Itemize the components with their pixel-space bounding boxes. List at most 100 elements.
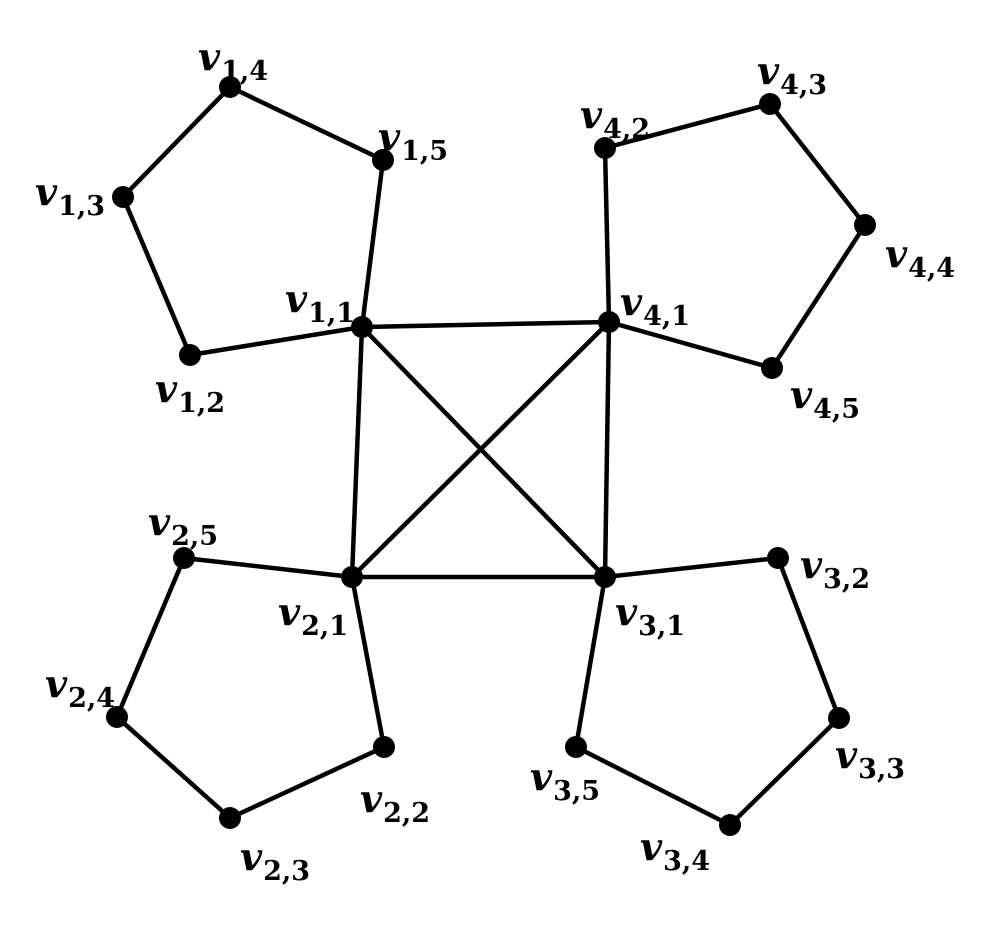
vertex-label-subscript: 2,2 bbox=[383, 798, 430, 829]
vertex-label-v41: v4,1 bbox=[620, 279, 690, 332]
vertex-v21 bbox=[341, 566, 363, 588]
vertex-label-subscript: 3,2 bbox=[823, 564, 870, 595]
vertex-v44 bbox=[854, 214, 876, 236]
vertex-label-v24: v2,4 bbox=[45, 661, 115, 714]
vertex-label-v15: v1,5 bbox=[378, 114, 448, 167]
vertex-v23 bbox=[219, 807, 241, 829]
vertex-v32 bbox=[767, 547, 789, 569]
edges-layer bbox=[114, 84, 868, 828]
edge-v14-v15 bbox=[227, 84, 386, 163]
vertex-v41 bbox=[598, 311, 620, 333]
vertex-label-v11: v1,1 bbox=[285, 276, 355, 329]
edge-v45-v41 bbox=[606, 319, 775, 371]
vertex-label-v13: v1,3 bbox=[35, 169, 105, 222]
vertex-v22 bbox=[373, 736, 395, 758]
edge-v11-v21 bbox=[349, 324, 365, 580]
edge-v32-v33 bbox=[775, 555, 842, 721]
vertex-label-subscript: 4,3 bbox=[780, 70, 827, 101]
vertex-label-subscript: 3,4 bbox=[663, 846, 710, 877]
edge-v21-v22 bbox=[349, 574, 387, 750]
vertex-label-var: v bbox=[148, 499, 171, 544]
vertex-label-subscript: 3,1 bbox=[638, 611, 685, 642]
vertex-label-subscript: 1,1 bbox=[308, 298, 355, 329]
vertex-label-v22: v2,2 bbox=[360, 776, 430, 829]
vertex-label-var: v bbox=[757, 48, 780, 93]
vertex-label-var: v bbox=[35, 169, 58, 214]
vertex-label-subscript: 2,5 bbox=[171, 521, 218, 552]
vertex-label-v44: v4,4 bbox=[885, 231, 955, 284]
vertex-label-subscript: 3,5 bbox=[553, 776, 600, 807]
vertex-label-var: v bbox=[885, 231, 908, 276]
vertex-label-var: v bbox=[285, 276, 308, 321]
nodes-layer bbox=[106, 76, 876, 836]
vertex-label-subscript: 4,2 bbox=[603, 114, 650, 145]
vertex-label-subscript: 4,4 bbox=[908, 253, 955, 284]
vertex-label-v45: v4,5 bbox=[790, 372, 860, 425]
vertex-label-v21: v2,1 bbox=[278, 589, 348, 642]
vertex-label-var: v bbox=[240, 834, 263, 879]
vertex-label-subscript: 4,5 bbox=[813, 394, 860, 425]
labels-layer: v1,1v1,2v1,3v1,4v1,5v2,1v2,2v2,3v2,4v2,5… bbox=[35, 34, 955, 887]
vertex-label-v34: v3,4 bbox=[640, 824, 710, 877]
vertex-label-var: v bbox=[800, 542, 823, 587]
edge-v12-v13 bbox=[120, 194, 193, 358]
edge-v41-v31 bbox=[602, 319, 612, 580]
edge-v13-v14 bbox=[120, 84, 233, 200]
edge-v23-v24 bbox=[114, 714, 233, 821]
edge-v43-v44 bbox=[767, 101, 868, 228]
vertex-label-var: v bbox=[45, 661, 68, 706]
vertex-label-subscript: 2,3 bbox=[263, 856, 310, 887]
vertex-v25 bbox=[173, 547, 195, 569]
vertex-label-var: v bbox=[620, 279, 643, 324]
vertex-v12 bbox=[179, 344, 201, 366]
vertex-label-subscript: 1,5 bbox=[401, 136, 448, 167]
vertex-label-v33: v3,3 bbox=[835, 732, 905, 785]
vertex-v35 bbox=[565, 736, 587, 758]
vertex-label-v32: v3,2 bbox=[800, 542, 870, 595]
vertex-label-subscript: 1,2 bbox=[178, 388, 225, 419]
vertex-label-v43: v4,3 bbox=[757, 48, 827, 101]
vertex-label-var: v bbox=[155, 366, 178, 411]
vertex-v11 bbox=[351, 316, 373, 338]
edge-v11-v12 bbox=[187, 324, 365, 358]
vertex-label-v25: v2,5 bbox=[148, 499, 218, 552]
vertex-label-subscript: 4,1 bbox=[643, 301, 690, 332]
edge-v31-v32 bbox=[602, 555, 781, 580]
vertex-label-var: v bbox=[530, 754, 553, 799]
vertex-label-subscript: 2,1 bbox=[301, 611, 348, 642]
edge-v34-v35 bbox=[573, 744, 733, 828]
vertex-label-var: v bbox=[615, 589, 638, 634]
vertex-label-v12: v1,2 bbox=[155, 366, 225, 419]
vertex-label-v23: v2,3 bbox=[240, 834, 310, 887]
vertex-v45 bbox=[761, 357, 783, 379]
vertex-v15 bbox=[372, 149, 394, 171]
vertex-v33 bbox=[828, 707, 850, 729]
vertex-label-v14: v1,4 bbox=[198, 34, 268, 87]
edge-v22-v23 bbox=[227, 744, 387, 821]
edge-v35-v31 bbox=[573, 574, 608, 750]
vertex-label-var: v bbox=[278, 589, 301, 634]
vertex-v31 bbox=[594, 566, 616, 588]
edge-v41-v42 bbox=[602, 145, 612, 325]
edge-v33-v34 bbox=[727, 715, 842, 828]
edge-v44-v45 bbox=[769, 222, 868, 371]
vertex-v13 bbox=[112, 186, 134, 208]
vertex-label-subscript: 1,3 bbox=[58, 191, 105, 222]
vertex-label-var: v bbox=[580, 92, 603, 137]
vertex-label-var: v bbox=[835, 732, 858, 777]
vertex-v42 bbox=[594, 137, 616, 159]
edge-v25-v21 bbox=[181, 555, 355, 580]
vertex-label-var: v bbox=[790, 372, 813, 417]
edge-v11-v31 bbox=[359, 324, 608, 580]
vertex-v14 bbox=[219, 76, 241, 98]
vertex-label-var: v bbox=[360, 776, 383, 821]
vertex-label-subscript: 1,4 bbox=[221, 56, 268, 87]
vertex-label-var: v bbox=[378, 114, 401, 159]
vertex-label-var: v bbox=[640, 824, 663, 869]
edge-v42-v43 bbox=[602, 101, 773, 151]
vertex-label-v42: v4,2 bbox=[580, 92, 650, 145]
vertex-label-v35: v3,5 bbox=[530, 754, 600, 807]
vertex-v24 bbox=[106, 706, 128, 728]
vertex-v34 bbox=[719, 814, 741, 836]
vertex-label-var: v bbox=[198, 34, 221, 79]
